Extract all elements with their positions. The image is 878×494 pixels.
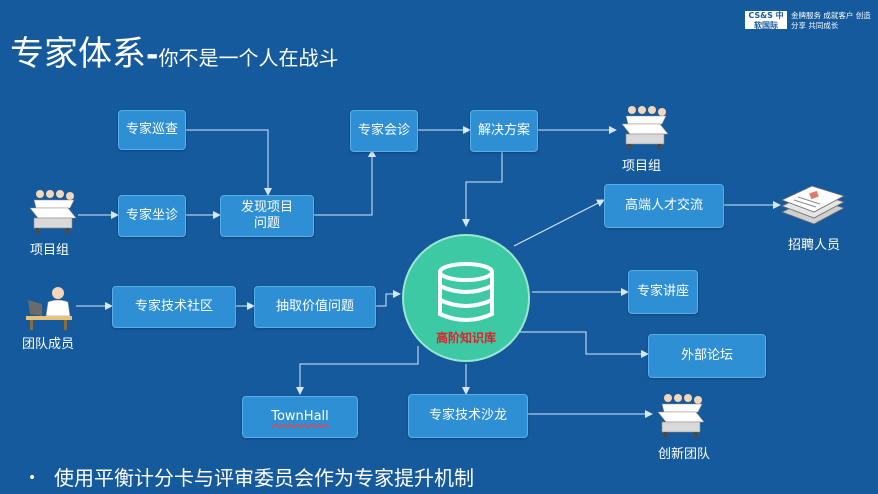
- actor-innovation-label: 创新团队: [658, 447, 711, 462]
- arrow-kb-to-talent: [513, 199, 605, 247]
- node-salon: 专家技术沙龙: [408, 394, 528, 438]
- arrow-kb-to-forum: [518, 331, 649, 358]
- bullet-point: • 使用平衡计分卡与评审委员会作为专家提升机制: [28, 462, 474, 491]
- arrow-kb-to-townhall: [296, 346, 419, 395]
- title-dash: -: [146, 38, 159, 73]
- actor-team-right-label: 项目组: [622, 159, 662, 174]
- node-community: 专家技术社区: [112, 286, 236, 328]
- actor-member-label: 团队成员: [22, 337, 75, 352]
- title-main: 专家体系: [10, 34, 146, 74]
- node-expert-patrol: 专家巡查: [118, 110, 186, 150]
- node-forum: 外部论坛: [648, 334, 766, 378]
- node-find-issue: 发现项目问题: [220, 195, 314, 237]
- meeting-team-icon: [621, 106, 669, 150]
- arrow-patrol-to-issue: [184, 129, 272, 196]
- meeting-team-icon: [657, 394, 705, 438]
- node-talent: 高端人才交流: [604, 184, 724, 228]
- knowledge-base-label: 高阶知识库: [435, 331, 496, 345]
- node-solution: 解决方案: [470, 110, 538, 152]
- arrow-issue-to-consult: [314, 149, 376, 216]
- bullet-text: 使用平衡计分卡与评审委员会作为专家提升机制: [54, 466, 474, 490]
- database-icon: [438, 262, 494, 322]
- resume-stack-icon: [780, 185, 846, 225]
- title-sub: 你不是一个人在战斗: [158, 46, 339, 70]
- logo-slogan: 金牌服务 成就客户 创造分享 共同成长: [791, 11, 871, 30]
- bullet-dot-icon: •: [28, 470, 37, 486]
- node-extract: 抽取价值问题: [254, 286, 376, 328]
- knowledge-base-hub: 高阶知识库: [402, 234, 530, 362]
- slide-title: 专家体系-你不是一个人在战斗: [10, 26, 338, 75]
- node-consult: 专家会诊: [350, 110, 418, 152]
- team-member-desk-icon: [26, 287, 72, 330]
- actor-recruit-label: 招聘人员: [788, 238, 841, 253]
- actor-team-left-label: 项目组: [30, 243, 70, 258]
- logo-brand: CS&S 中软国际: [745, 11, 787, 30]
- company-logo: CS&S 中软国际 金牌服务 成就客户 创造分享 共同成长: [745, 9, 873, 35]
- node-lecture: 专家讲座: [628, 270, 698, 314]
- meeting-team-icon: [29, 190, 77, 234]
- node-expert-duty: 专家坐诊: [118, 195, 186, 237]
- node-townhall: TownHall: [242, 396, 358, 438]
- arrow-extract-to-kb: [374, 290, 401, 307]
- arrow-solution-to-kb: [462, 150, 503, 227]
